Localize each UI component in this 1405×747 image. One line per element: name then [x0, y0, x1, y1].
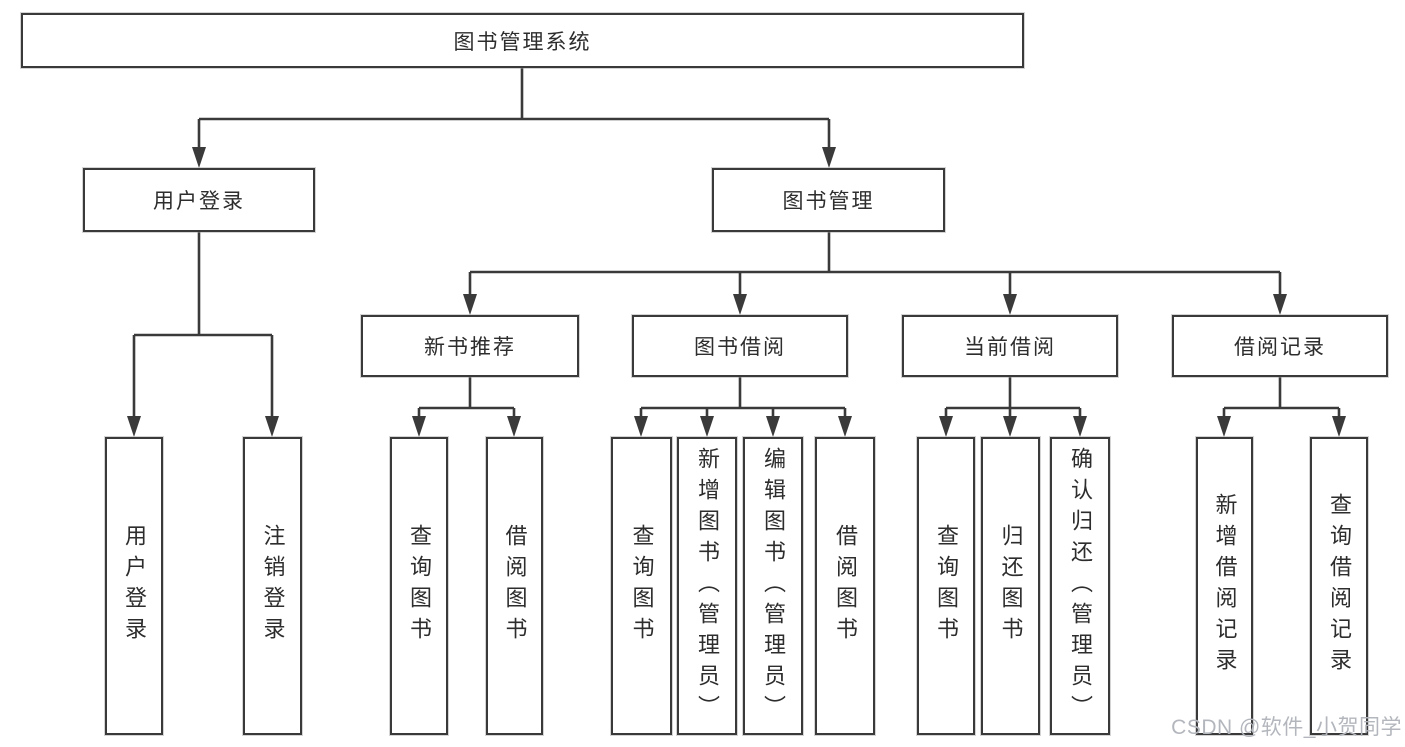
node-root: 图书管理系统: [21, 13, 1024, 68]
node-new-book-recommend: 新书推荐: [361, 315, 579, 377]
leaf-query-borrow-record: 查询借阅记录: [1310, 437, 1368, 735]
leaf-edit-book-admin: 编辑图书（管理员）: [743, 437, 803, 735]
leaf-confirm-return-admin: 确认归还（管理员）: [1050, 437, 1110, 735]
node-current-borrowing: 当前借阅: [902, 315, 1118, 377]
node-user-login: 用户登录: [83, 168, 315, 232]
leaf-return-book: 归还图书: [981, 437, 1040, 735]
node-book-borrowing: 图书借阅: [632, 315, 848, 377]
leaf-borrow-books-recommend: 借阅图书: [486, 437, 543, 735]
leaf-user-login: 用户登录: [105, 437, 163, 735]
node-book-management: 图书管理: [712, 168, 945, 232]
leaf-add-book-admin: 新增图书（管理员）: [677, 437, 737, 735]
leaf-query-books-current: 查询图书: [917, 437, 975, 735]
csdn-watermark: CSDN @软件_小贺同学: [1171, 716, 1402, 739]
node-borrowing-records: 借阅记录: [1172, 315, 1388, 377]
leaf-query-books-recommend: 查询图书: [390, 437, 448, 735]
leaf-query-books-borrowing: 查询图书: [611, 437, 672, 735]
leaf-logout: 注销登录: [243, 437, 302, 735]
leaf-add-borrow-record: 新增借阅记录: [1196, 437, 1253, 735]
leaf-borrow-books-borrowing: 借阅图书: [815, 437, 875, 735]
